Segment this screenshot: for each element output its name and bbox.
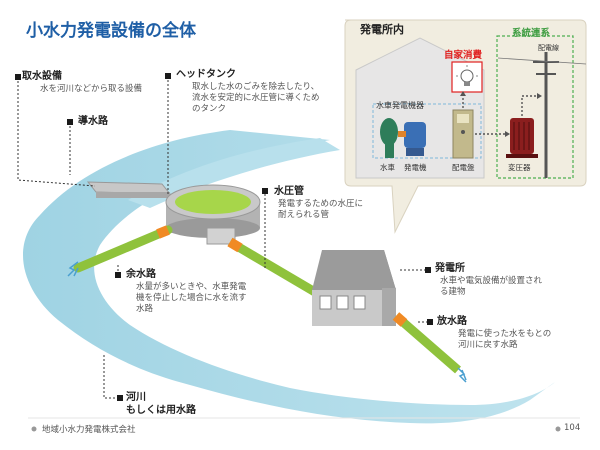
self-consumption-label: 自家消費	[444, 50, 483, 61]
turbine-icon	[380, 118, 398, 158]
spillway-pipe	[73, 225, 173, 273]
callout-penstock-label: 水圧管	[274, 186, 304, 197]
callout-penstock-desc: 発電するための水圧に 耐えられる管	[278, 199, 364, 220]
tailrace-pipe	[392, 312, 461, 374]
transformer-icon	[506, 118, 538, 158]
intake-structure	[86, 181, 172, 198]
callout-head-tank-label: ヘッドタンク	[176, 69, 236, 80]
part-label-switchboard: 配電盤	[452, 163, 475, 172]
tailrace-splash-icon	[457, 367, 467, 383]
river-shape	[22, 130, 556, 424]
callout-river-label: 河川 もしくは用水路	[126, 392, 196, 416]
callout-spillway-label: 余水路	[126, 269, 156, 280]
callout-powerhouse-label: 発電所	[435, 263, 465, 274]
penstock-pipe	[227, 237, 323, 299]
part-label-transformer: 変圧器	[508, 163, 531, 172]
grid-connection-label: 系統連系	[512, 28, 551, 39]
page-number: 104	[564, 423, 581, 433]
page-title: 小水力発電設備の全体	[26, 21, 196, 41]
leader-dots	[15, 73, 433, 401]
page-bullet	[555, 426, 561, 432]
spill-splash-icon	[67, 261, 79, 277]
grid-connection-box	[496, 35, 574, 179]
switchboard-icon	[452, 109, 474, 159]
light-bulb-icon	[456, 65, 478, 86]
distribution-line-label: 配電線	[538, 44, 559, 52]
power-flow-arrows	[462, 95, 540, 135]
equipment-box	[372, 103, 482, 159]
callout-headrace-label: 導水路	[78, 116, 108, 127]
head-tank	[165, 184, 261, 245]
equipment-group-label: 水車発電機器	[376, 101, 424, 110]
generator-icon	[398, 122, 426, 156]
powerhouse-building	[312, 250, 396, 326]
footer-company: 地域小水力発電株式会社	[42, 425, 136, 435]
callout-intake-desc: 水を河川などから取る設備	[40, 84, 143, 94]
callout-intake-label: 取水設備	[22, 71, 62, 82]
callout-tailrace-label: 放水路	[437, 316, 467, 327]
inset-panel	[344, 19, 587, 234]
utility-pole-icon	[497, 52, 587, 178]
callout-tailrace-desc: 発電に使った水をもとの 河川に戻す水路	[458, 329, 552, 350]
callout-spillway-desc: 水量が多いときや、水車発電 機を停止した場合に水を流す 水路	[136, 282, 247, 314]
inset-title: 発電所内	[360, 23, 404, 36]
callout-powerhouse-desc: 水車や電気設備が設置され る建物	[440, 276, 543, 297]
callout-head-tank-desc: 取水した水のごみを除去したり、 流水を安定的に水圧管に導くため のタンク	[192, 82, 320, 114]
part-label-turbine: 水車	[380, 163, 395, 172]
footer-bullet	[31, 426, 37, 432]
part-label-generator: 発電機	[404, 163, 427, 172]
